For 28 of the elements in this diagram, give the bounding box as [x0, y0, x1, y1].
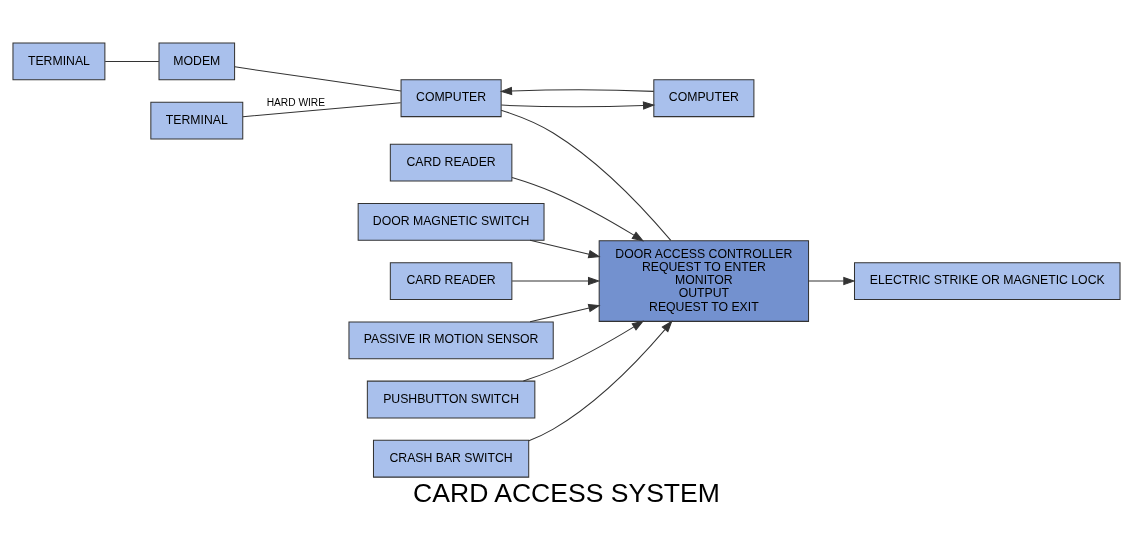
node-box: PASSIVE IR MOTION SENSOR: [348, 320, 554, 359]
edge-label: HARD WIRE: [266, 96, 326, 108]
node-box: DOOR MAGNETIC SWITCH: [357, 202, 545, 241]
node-box: CARD READER: [389, 261, 513, 300]
node-box: MODEM: [158, 42, 236, 80]
node-box: DOOR ACCESS CONTROLLER REQUEST TO ENTER MONITOR OUTPUT REQUEST TO EXIT: [598, 239, 810, 322]
node-box: COMPUTER: [400, 78, 502, 117]
arrow: [529, 239, 601, 258]
connector: [234, 65, 402, 92]
node-box: PUSHBUTTON SWITCH: [366, 380, 536, 418]
node-box: CRASH BAR SWITCH: [372, 439, 530, 478]
connector: [500, 109, 672, 241]
connector: [104, 60, 160, 62]
diagram-title: CARD ACCESS SYSTEM: [413, 477, 720, 508]
arrow: [528, 319, 673, 441]
arrow: [522, 320, 645, 382]
node-box: TERMINAL: [150, 101, 244, 140]
arrow: [499, 86, 655, 95]
node-box: TERMINAL: [12, 42, 106, 80]
node-box: ELECTRIC STRIKE OR MAGNETIC LOCK: [854, 261, 1121, 300]
node-box: COMPUTER: [653, 78, 755, 117]
arrow: [511, 176, 645, 241]
connector: [242, 101, 402, 117]
arrow: [511, 276, 601, 285]
node-box: CARD READER: [389, 143, 513, 181]
arrow: [529, 303, 601, 322]
arrow: [808, 276, 856, 285]
arrow: [500, 100, 656, 110]
